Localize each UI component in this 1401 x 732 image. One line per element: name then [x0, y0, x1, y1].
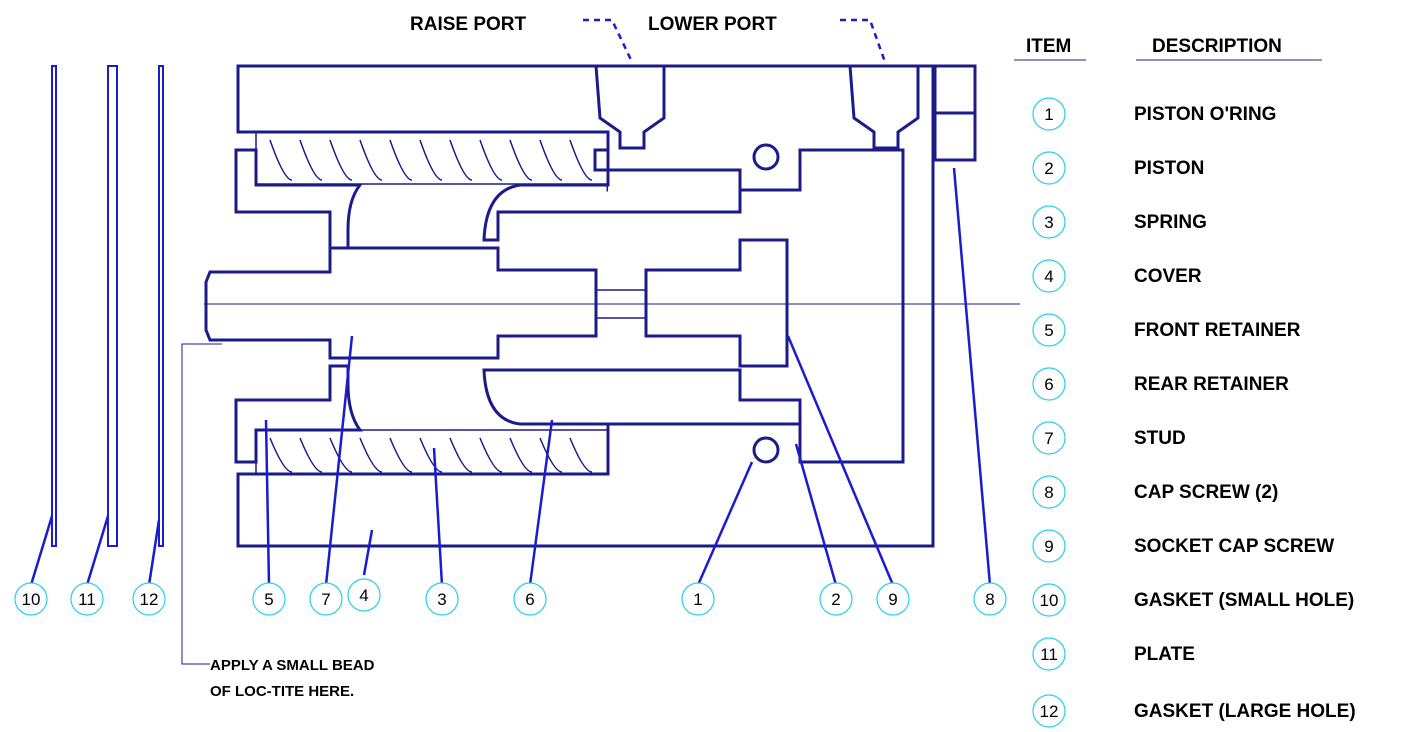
- parts-row: 10 GASKET (SMALL HOLE): [1032, 583, 1354, 617]
- loc-tite-note-line2: OF LOC-TITE HERE.: [210, 683, 354, 700]
- item-description: COVER: [1134, 266, 1202, 287]
- gasket-large-hole: [158, 65, 164, 547]
- item-number: 3: [1044, 213, 1053, 232]
- item-number: 2: [1044, 159, 1053, 178]
- parts-row: 9 SOCKET CAP SCREW: [1032, 529, 1334, 563]
- callout-number: 12: [140, 590, 159, 609]
- item-description: FRONT RETAINER: [1134, 320, 1301, 341]
- callout-bubble: [132, 582, 166, 616]
- item-description: STUD: [1134, 428, 1186, 449]
- callout-bubble: [309, 582, 343, 616]
- front-retainer: [234, 148, 364, 464]
- parts-row: 7 STUD: [1032, 421, 1186, 455]
- item-description: PISTON: [1134, 158, 1204, 179]
- parts-row: 4 COVER: [1032, 259, 1202, 293]
- callout-bubbles: 10 11 12 5 7 4 3 6 1 2 9 8: [14, 578, 1007, 616]
- item-number: 6: [1044, 375, 1053, 394]
- parts-row: 2 PISTON: [1032, 151, 1204, 185]
- callout-leaders: [29, 167, 992, 586]
- parts-row: 6 REAR RETAINER: [1032, 367, 1289, 401]
- stud: [204, 238, 789, 368]
- callout-bubble: [973, 582, 1007, 616]
- gasket-small-hole: [51, 65, 57, 547]
- item-description: SPRING: [1134, 212, 1207, 233]
- item-description: GASKET (LARGE HOLE): [1134, 701, 1356, 722]
- item-header: ITEM: [1026, 36, 1071, 57]
- callout-number: 9: [888, 590, 897, 609]
- lower-port-leader: [840, 18, 887, 63]
- raise-port-label: RAISE PORT: [410, 14, 527, 35]
- callout-number: 11: [78, 590, 96, 609]
- callout-bubble: [14, 582, 48, 616]
- loc-tite-leader: [181, 343, 222, 665]
- callout-number: 10: [22, 590, 41, 609]
- item-description: GASKET (SMALL HOLE): [1134, 590, 1354, 611]
- parts-list: ITEM DESCRIPTION 1 PISTON O'RING 2 PISTO…: [1014, 36, 1356, 728]
- callout-bubble: [513, 582, 547, 616]
- callout-number: 4: [359, 586, 368, 605]
- parts-row: 3 SPRING: [1032, 205, 1207, 239]
- item-number: 10: [1040, 591, 1059, 610]
- callout-number: 2: [831, 590, 840, 609]
- item-description: PLATE: [1134, 644, 1195, 665]
- callout-bubble: [347, 578, 381, 612]
- callout-number: 8: [985, 590, 994, 609]
- item-number: 5: [1044, 321, 1053, 340]
- description-header: DESCRIPTION: [1152, 36, 1282, 57]
- parts-row: 1 PISTON O'RING: [1032, 97, 1276, 131]
- item-description: SOCKET CAP SCREW: [1134, 536, 1334, 557]
- callout-bubble: [681, 582, 715, 616]
- lower-port-label: LOWER PORT: [648, 14, 777, 35]
- callout-number: 5: [264, 590, 273, 609]
- item-number: 4: [1044, 267, 1053, 286]
- item-number: 7: [1044, 429, 1053, 448]
- item-number: 11: [1040, 645, 1058, 664]
- item-number: 8: [1044, 483, 1053, 502]
- parts-row: 11 PLATE: [1032, 637, 1195, 671]
- callout-number: 6: [525, 590, 534, 609]
- parts-row: 8 CAP SCREW (2): [1032, 475, 1278, 509]
- callout-bubble: [70, 582, 104, 616]
- parts-row: 5 FRONT RETAINER: [1032, 313, 1301, 347]
- item-description: REAR RETAINER: [1134, 374, 1289, 395]
- callout-bubble: [876, 582, 910, 616]
- raise-port-leader: [583, 18, 634, 63]
- plate: [107, 65, 118, 547]
- item-number: 9: [1044, 537, 1053, 556]
- callout-number: 1: [693, 590, 702, 609]
- raise-port-bore: [594, 64, 666, 150]
- callout-number: 3: [437, 590, 446, 609]
- item-description: PISTON O'RING: [1134, 104, 1276, 125]
- rear-retainer: [482, 148, 802, 426]
- callout-bubble: [425, 582, 459, 616]
- callout-bubble: [819, 582, 853, 616]
- item-number: 1: [1044, 105, 1053, 124]
- cap-screw: [933, 64, 977, 162]
- parts-row: 12 GASKET (LARGE HOLE): [1032, 694, 1356, 728]
- item-description: CAP SCREW (2): [1134, 482, 1278, 503]
- item-number: 12: [1040, 702, 1059, 721]
- callout-number: 7: [321, 590, 330, 609]
- loc-tite-note-line1: APPLY A SMALL BEAD: [210, 657, 375, 674]
- lower-port-bore: [848, 64, 920, 150]
- piston-o-ring: [752, 143, 780, 464]
- callout-bubble: [252, 582, 286, 616]
